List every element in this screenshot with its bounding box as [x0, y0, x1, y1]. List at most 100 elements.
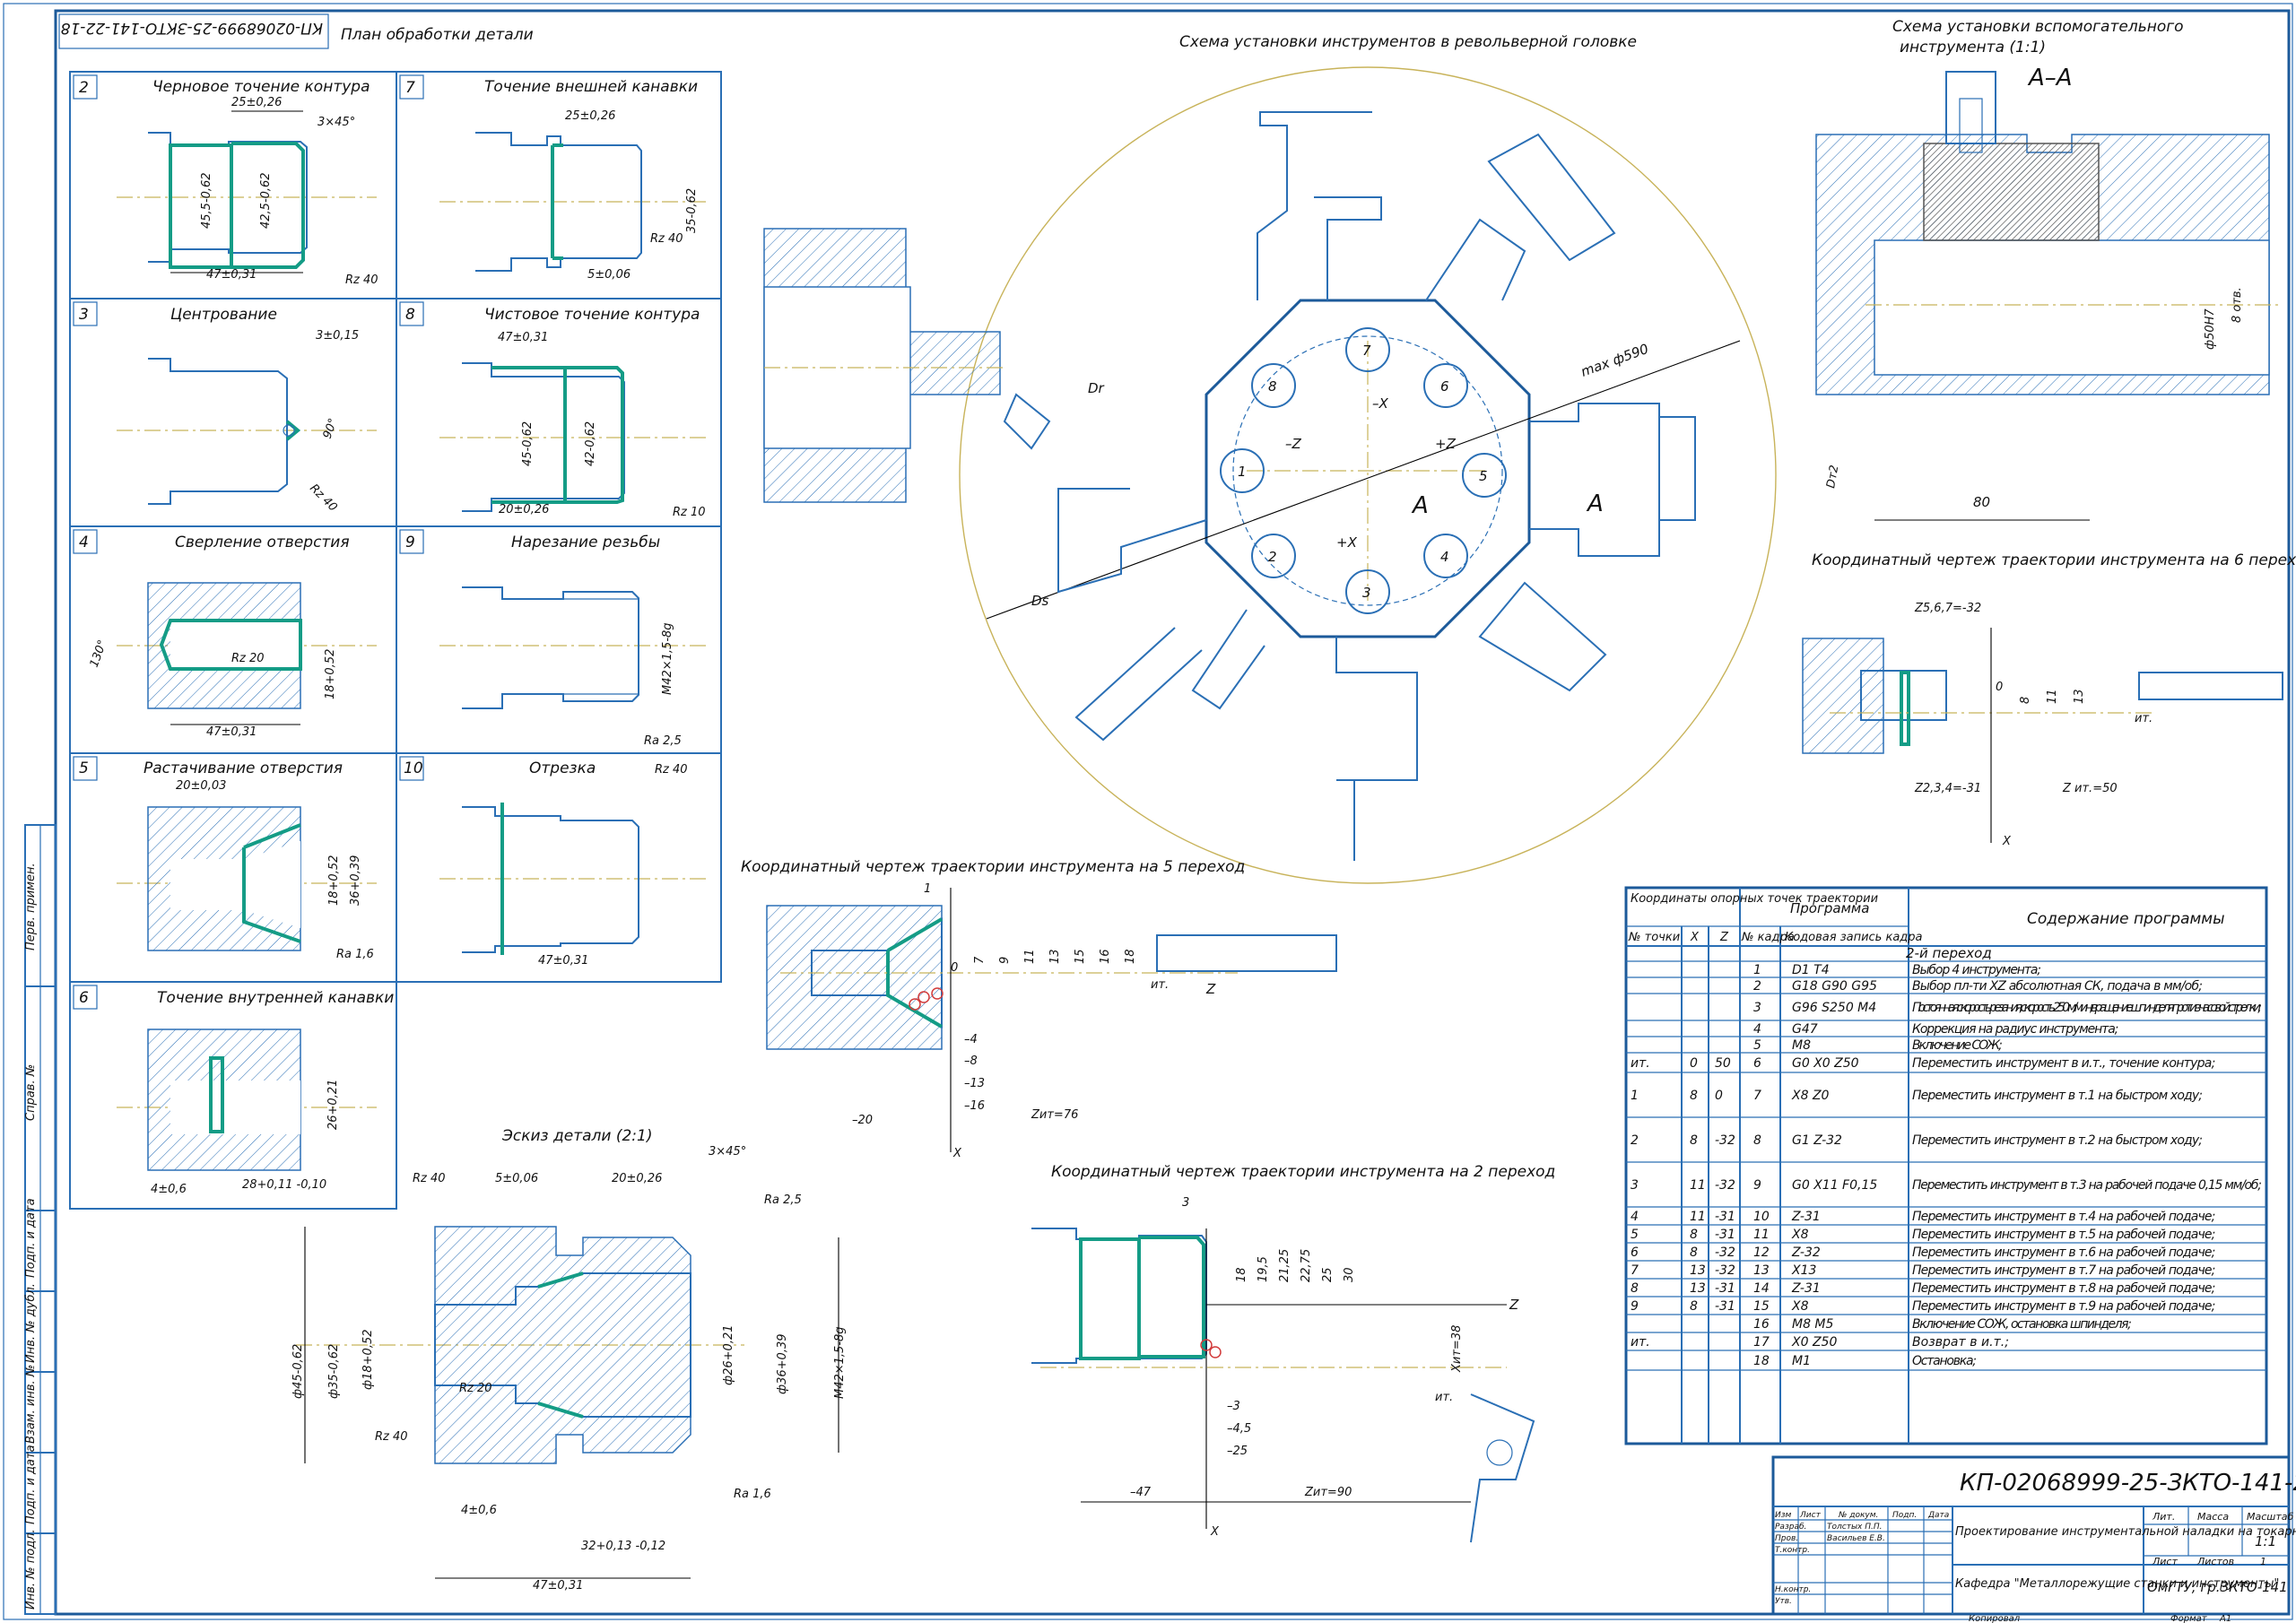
svg-text:1:1: 1:1 — [2255, 1533, 2276, 1549]
svg-text:+Z: +Z — [1435, 436, 1457, 452]
desc-cell: Включение СОЖ, остановка шпинделя; — [1912, 1317, 2132, 1332]
svg-text:26+0,21: 26+0,21 — [326, 1080, 340, 1130]
svg-text:4: 4 — [1440, 549, 1449, 565]
svg-text:8: 8 — [1268, 378, 1277, 395]
pt-cell: 8 — [1631, 1281, 1639, 1296]
svg-text:Утв.: Утв. — [1775, 1597, 1792, 1606]
svg-text:28+0,11 -0,10: 28+0,11 -0,10 — [242, 1178, 326, 1192]
table-section: 2-й переход — [1906, 945, 1992, 961]
svg-text:20±0,03: 20±0,03 — [176, 779, 226, 793]
svg-text:Z ит.=50: Z ит.=50 — [2062, 782, 2118, 795]
op-cell-10: 10 Отрезка Rz 40 47±0,31 — [399, 756, 709, 968]
z-cell: -31 — [1715, 1299, 1735, 1314]
svg-text:47±0,31: 47±0,31 — [538, 954, 588, 968]
ops-grid — [69, 71, 722, 1210]
n-cell: 3 — [1753, 1001, 1761, 1015]
svg-text:9: 9 — [405, 534, 415, 551]
svg-text:4: 4 — [79, 534, 89, 551]
svg-text:Пров.: Пров. — [1775, 1534, 1798, 1543]
n-cell: 1 — [1753, 963, 1761, 977]
svg-text:–Z: –Z — [1285, 436, 1302, 452]
op-title: Отрезка — [529, 759, 596, 777]
svg-text:Zит=76: Zит=76 — [1031, 1108, 1078, 1122]
svg-text:ит.: ит. — [1151, 978, 1169, 992]
svg-text:–47: –47 — [1130, 1486, 1152, 1499]
svg-text:M42×1,5-8g: M42×1,5-8g — [833, 1326, 847, 1399]
svg-text:45-0,62: 45-0,62 — [521, 421, 535, 466]
svg-text:90°: 90° — [321, 417, 341, 441]
svg-text:45,5-0,62: 45,5-0,62 — [200, 172, 213, 229]
svg-text:Rz 40: Rz 40 — [413, 1172, 446, 1185]
th-pt: № точки — [1628, 931, 1680, 944]
traj5: Координатный чертеж траектории инструмен… — [741, 858, 1337, 1160]
stamp-title: Проектирование инструментальной наладки … — [1955, 1525, 2296, 1539]
desc-cell: Переместить инструмент в т.6 на рабочей … — [1912, 1245, 2215, 1260]
sheet-border — [3, 3, 2293, 1620]
pt-cell: 2 — [1631, 1133, 1639, 1148]
pt-cell: 7 — [1631, 1263, 1639, 1278]
x-cell: 13 — [1690, 1263, 1706, 1278]
svg-text:Н.контр.: Н.контр. — [1775, 1585, 1811, 1594]
desc-cell: Переместить инструмент в т.5 на рабочей … — [1912, 1228, 2215, 1242]
svg-text:3: 3 — [79, 306, 89, 324]
th-x: X — [1690, 931, 1700, 944]
th-program: Программа — [1790, 900, 1869, 916]
op-cell-4: 4 Сверление отверстия 130° Rz 20 47±0,31… — [73, 529, 377, 739]
code-cell: Z-31 — [1791, 1210, 1821, 1224]
svg-text:7: 7 — [973, 956, 987, 964]
desc-cell: Переместить инструмент в т.3 на рабочей … — [1912, 1178, 2262, 1193]
side-label-5: Взам. инв. № — [24, 1365, 38, 1444]
code-cell: G47 — [1792, 1022, 1818, 1037]
desc-cell: Включение СОЖ; — [1912, 1038, 2003, 1053]
svg-text:–4: –4 — [964, 1033, 978, 1046]
svg-text:3×45°: 3×45° — [709, 1145, 746, 1159]
desc-cell: Переместить инструмент в т.7 на рабочей … — [1912, 1263, 2215, 1278]
z-cell: -32 — [1715, 1245, 1735, 1260]
op-cell-9: 9 Нарезание резьбы M42×1,5-8g Ra 2,5 — [399, 529, 709, 748]
x-cell: 0 — [1690, 1056, 1698, 1071]
turret-scheme: Схема установки инструментов в револьвер… — [763, 33, 1777, 884]
op-title: Растачивание отверстия — [144, 759, 343, 777]
svg-text:15: 15 — [1074, 949, 1087, 964]
x-cell: 8 — [1690, 1245, 1698, 1260]
x-cell: 13 — [1690, 1281, 1706, 1296]
th-code: Кодовая запись кадра — [1785, 931, 1923, 944]
sheet-frame — [54, 9, 2291, 1616]
op-title: Черновое точение контура — [152, 78, 370, 96]
svg-text:18+0,52: 18+0,52 — [324, 649, 337, 699]
svg-text:ит.: ит. — [2135, 712, 2152, 725]
svg-text:10: 10 — [404, 759, 423, 777]
code-cell: G1 Z-32 — [1792, 1133, 1842, 1148]
code-cell: Z-32 — [1791, 1245, 1821, 1260]
desc-cell: Переместить инструмент в т.4 на рабочей … — [1912, 1210, 2215, 1224]
svg-text:Rz 10: Rz 10 — [673, 506, 706, 519]
svg-text:ф18+0,52: ф18+0,52 — [361, 1330, 375, 1391]
svg-text:Листов: Листов — [2196, 1556, 2234, 1567]
z-cell: 0 — [1715, 1089, 1723, 1103]
svg-text:4±0,6: 4±0,6 — [151, 1183, 187, 1196]
desc-cell: Переместить инструмент в т.8 на рабочей … — [1912, 1281, 2215, 1296]
code-cell: X8 Z0 — [1791, 1089, 1830, 1103]
x-cell: 8 — [1690, 1228, 1698, 1242]
svg-text:Z: Z — [1205, 981, 1216, 997]
op-cell-2: 2 Черновое точение контура 25±0,26 3×45°… — [73, 74, 378, 287]
code-cell: G0 X11 F0,15 — [1792, 1178, 1877, 1193]
svg-text:Васильев Е.В.: Васильев Е.В. — [1827, 1534, 1885, 1543]
svg-text:8: 8 — [2019, 697, 2032, 704]
svg-text:42-0,62: 42-0,62 — [584, 421, 597, 466]
svg-text:A: A — [1411, 492, 1429, 519]
rotated-code: КП-02068999-25-ЗКТО-141-22-18 — [61, 19, 323, 37]
svg-text:ф45-0,62: ф45-0,62 — [291, 1344, 305, 1399]
z-cell: -32 — [1715, 1178, 1735, 1193]
svg-text:Масса: Масса — [2197, 1511, 2229, 1523]
sketch-title: Эскиз детали (2:1) — [501, 1127, 652, 1145]
n-cell: 6 — [1753, 1056, 1761, 1071]
svg-text:47±0,31: 47±0,31 — [206, 268, 257, 282]
